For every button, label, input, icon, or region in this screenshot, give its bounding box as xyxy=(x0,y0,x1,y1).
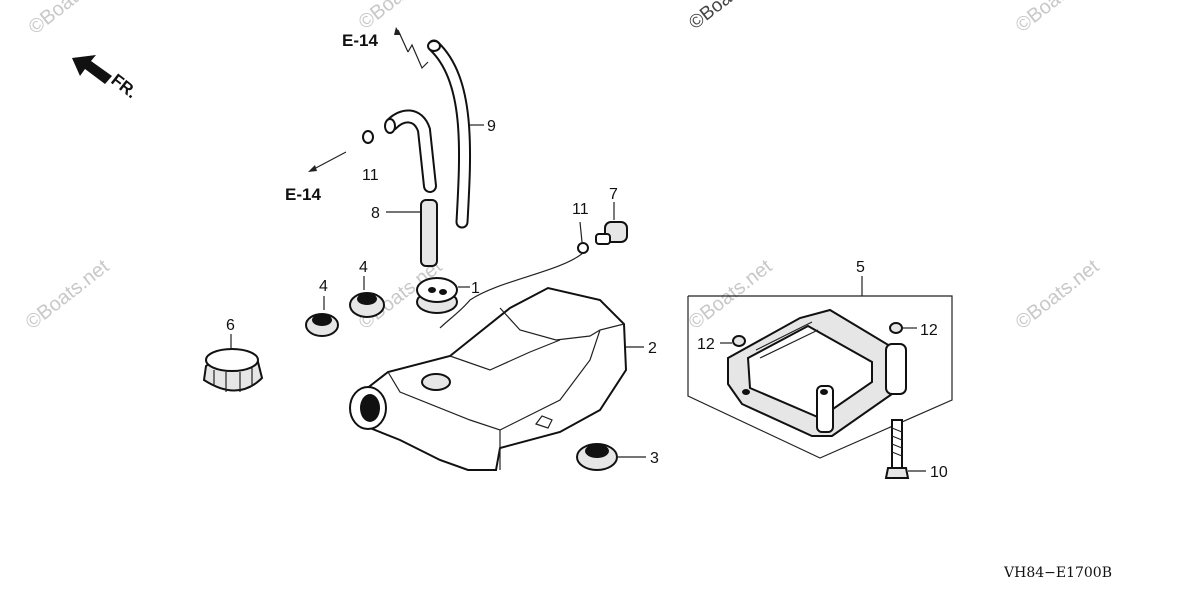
callout-4a: 4 xyxy=(319,278,328,295)
callout-2: 2 xyxy=(648,340,657,357)
callout-9: 9 xyxy=(487,118,496,135)
part-7-fitting: 7 xyxy=(595,186,628,245)
part-10-bolt: 10 xyxy=(884,419,948,481)
part-2-fuel-tank: 2 xyxy=(349,286,657,471)
reference-label: E-14 xyxy=(285,185,321,204)
callout-11a: 11 xyxy=(362,167,379,184)
callout-1: 1 xyxy=(471,280,480,297)
callout-8: 8 xyxy=(371,205,380,222)
front-direction-arrow: FR. xyxy=(72,55,141,102)
watermark: ©Boats.net xyxy=(685,0,773,34)
watermark: ©Boats.net xyxy=(22,255,114,334)
arrow-head-icon xyxy=(308,165,317,172)
part-11-clip-right: 11 xyxy=(439,201,589,329)
callout-4b: 4 xyxy=(359,259,368,276)
reference-arrow xyxy=(311,151,347,171)
front-label: FR. xyxy=(108,70,141,102)
callout-12a: 12 xyxy=(697,336,715,353)
part-12-nut-left: 12 xyxy=(697,335,746,353)
callout-10: 10 xyxy=(930,464,948,481)
part-6-fuel-cap: 6 xyxy=(202,317,264,392)
reference-e14-top: E-14 xyxy=(342,27,429,70)
arrow-head-icon xyxy=(394,27,401,35)
part-11-clip: 11 xyxy=(362,130,379,184)
watermark: ©Boats.net xyxy=(1012,255,1104,334)
part-4-grommet-left: 4 xyxy=(305,278,339,337)
callout-6: 6 xyxy=(226,317,235,334)
part-12-nut-right: 12 xyxy=(889,322,938,339)
elbow-tube xyxy=(384,109,437,193)
break-mark xyxy=(407,43,429,70)
watermarks: ©Boats.net ©Boats.net ©Boats.net ©Boats.… xyxy=(22,0,1104,334)
callout-7: 7 xyxy=(609,186,618,203)
callout-12b: 12 xyxy=(920,322,938,339)
arrow-icon xyxy=(72,55,112,84)
watermark: ©Boats.net xyxy=(355,0,447,34)
reference-label: E-14 xyxy=(342,31,378,50)
callout-3: 3 xyxy=(650,450,659,467)
part-3-grommet: 3 xyxy=(576,443,659,471)
part-5-bracket: 5 xyxy=(687,259,953,459)
part-9-tube: 9 xyxy=(427,39,496,229)
watermark: ©Boats.net xyxy=(1012,0,1104,37)
reference-e14-left: E-14 xyxy=(285,151,347,204)
callout-5: 5 xyxy=(856,259,865,276)
callout-11b: 11 xyxy=(572,201,589,218)
part-1-grommet: 1 xyxy=(416,277,480,314)
watermark: ©Boats.net xyxy=(685,255,777,334)
diagram-code: VH84−E1700B xyxy=(1003,565,1112,581)
part-8-tube: 8 xyxy=(371,199,438,267)
watermark: ©Boats.net xyxy=(25,0,117,39)
part-4-grommet-right: 4 xyxy=(349,259,385,318)
